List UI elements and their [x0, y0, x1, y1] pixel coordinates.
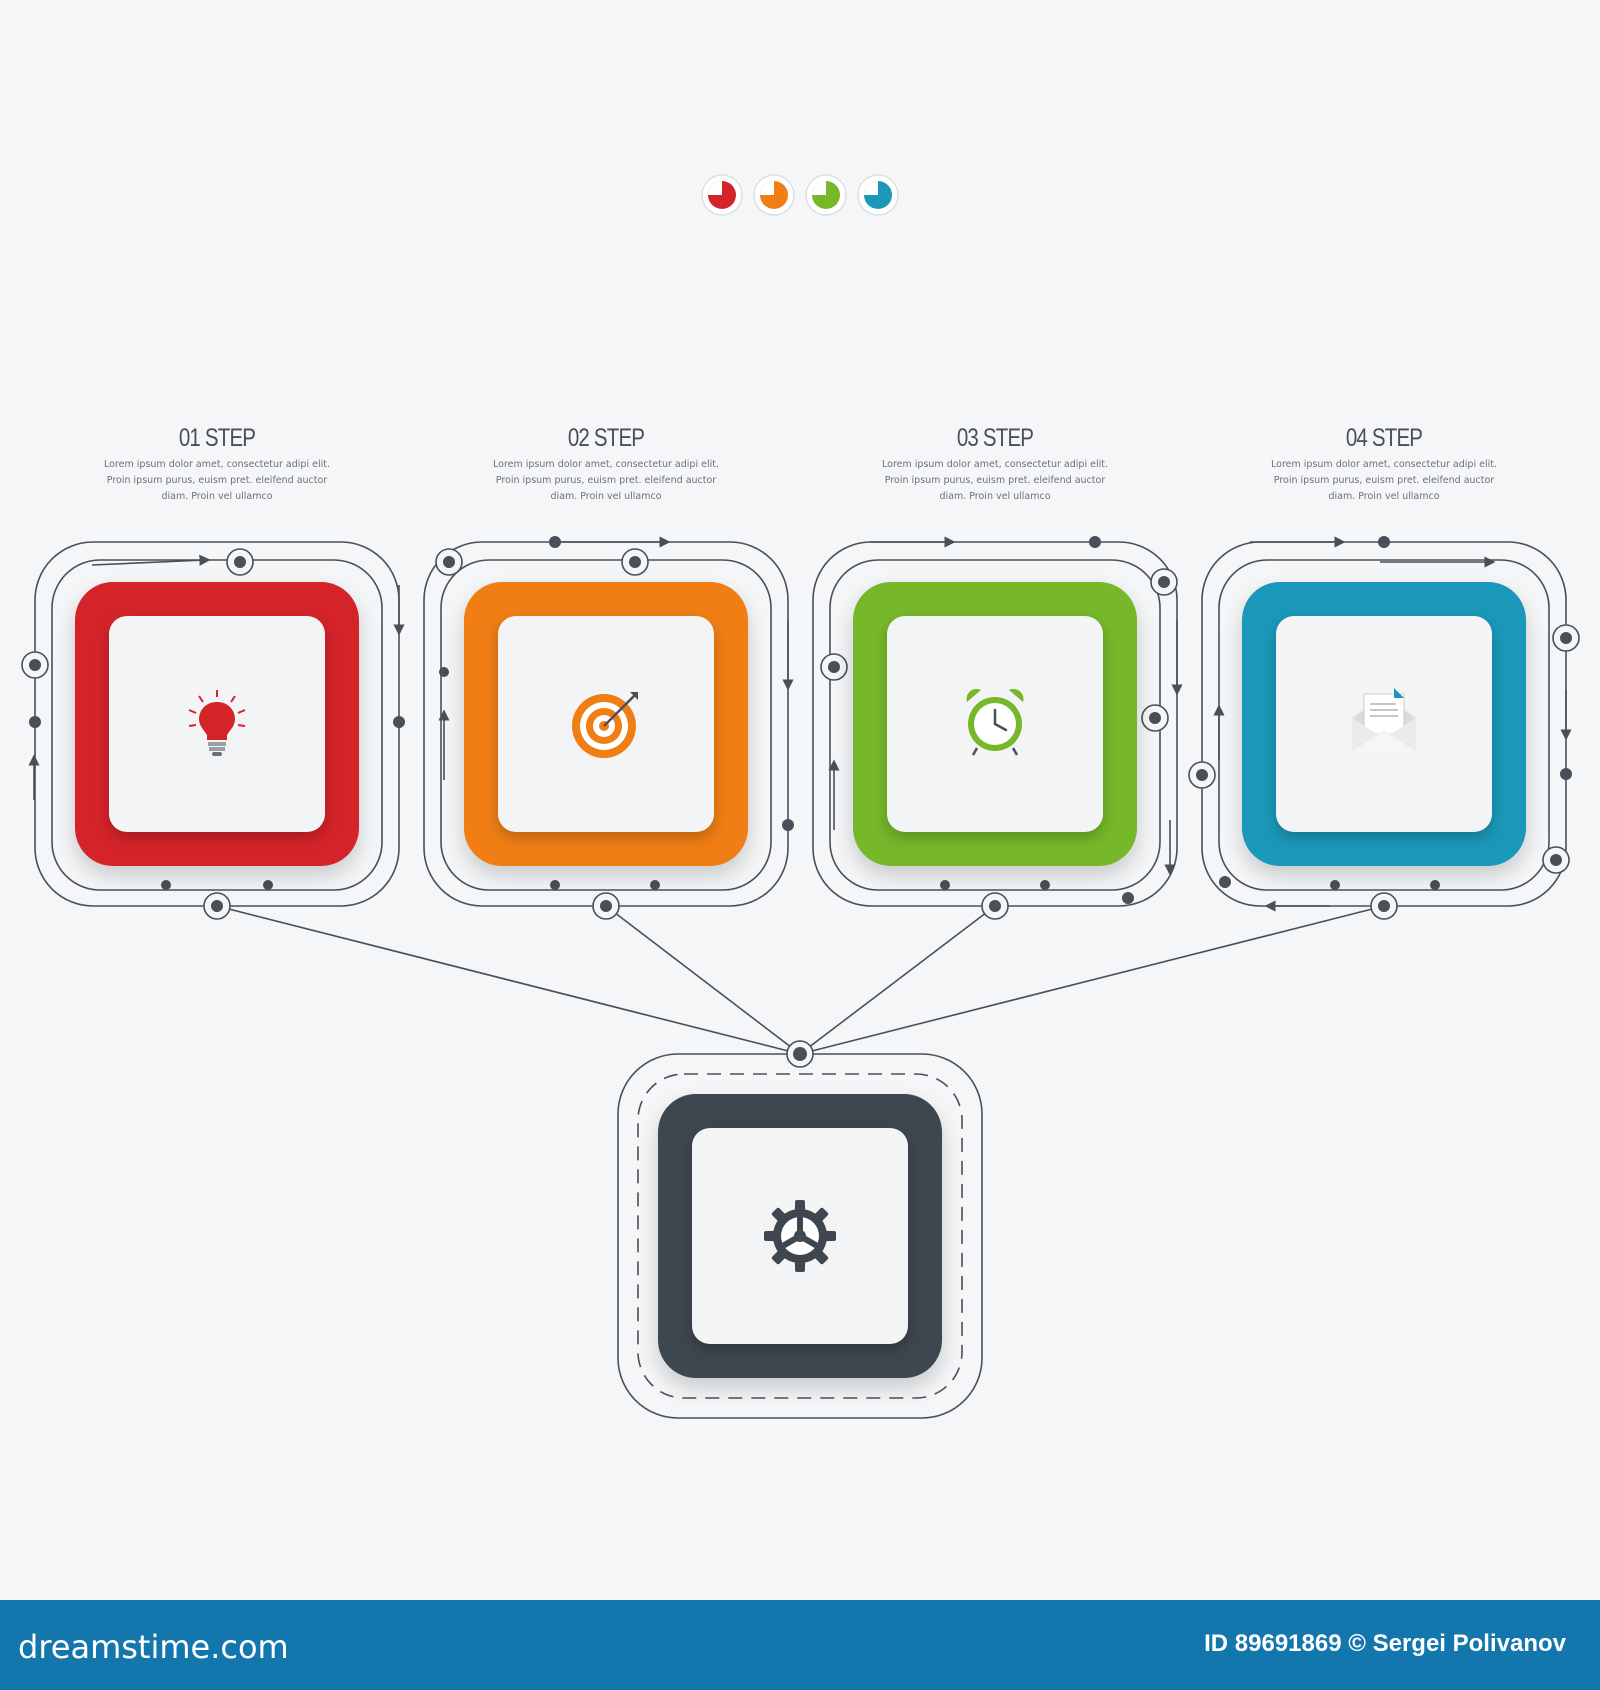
node-dot [29, 716, 41, 728]
step-3-tile [853, 582, 1137, 866]
node-dot [549, 536, 561, 548]
connector-step-3 [799, 905, 996, 1055]
node-dot [550, 880, 560, 890]
connector-step-1 [216, 905, 801, 1055]
palette-dot-blue [857, 174, 899, 216]
node-dot [439, 667, 449, 677]
hub-card [692, 1128, 908, 1344]
step-3-heading: 03 STEP Lorem ipsum dolor amet, consecte… [875, 424, 1115, 505]
step-2-tile [464, 582, 748, 866]
step-4-title: 04 STEP [1345, 424, 1423, 452]
step-4-tile [1242, 582, 1526, 866]
connector-step-4 [799, 905, 1385, 1055]
color-palette [698, 172, 908, 218]
hub-frame-dashed [637, 1073, 963, 1399]
brand-logo[interactable]: dreamstime.com [18, 1628, 289, 1666]
node-dot [1560, 768, 1572, 780]
node-dot [1330, 880, 1340, 890]
connector-layer [21, 536, 1580, 1419]
node-dot [1040, 880, 1050, 890]
gear-icon [764, 1200, 836, 1272]
step-2-heading: 02 STEP Lorem ipsum dolor amet, consecte… [486, 424, 726, 505]
step-1-card [109, 616, 325, 832]
lightbulb-icon [188, 690, 246, 756]
palette-dot-red [701, 174, 743, 216]
step-2-title: 02 STEP [567, 424, 645, 452]
step-1-tile [75, 582, 359, 866]
target-icon [572, 692, 638, 758]
step-4-description: Lorem ipsum dolor amet, consectetur adip… [1271, 459, 1497, 502]
node-dot [1430, 880, 1440, 890]
envelope-icon [1352, 688, 1416, 752]
node-dot [650, 880, 660, 890]
step-1-frame-inner [51, 559, 383, 891]
alarm-clock-icon [966, 688, 1024, 756]
step-4-card [1276, 616, 1492, 832]
step-1-heading: 01 STEP Lorem ipsum dolor amet, consecte… [97, 424, 337, 505]
node-dot [1122, 892, 1134, 904]
connector-step-2 [605, 905, 801, 1055]
node-dot [1089, 536, 1101, 548]
node-dot [782, 819, 794, 831]
step-3-card [887, 616, 1103, 832]
node-dot [263, 880, 273, 890]
step-3-description: Lorem ipsum dolor amet, consectetur adip… [882, 459, 1108, 502]
palette-dot-orange [753, 174, 795, 216]
step-4-heading: 04 STEP Lorem ipsum dolor amet, consecte… [1264, 424, 1504, 505]
step-2-description: Lorem ipsum dolor amet, consectetur adip… [493, 459, 719, 502]
step-1-description: Lorem ipsum dolor amet, consectetur adip… [104, 459, 330, 502]
node-dot [1378, 536, 1390, 548]
node-dot [393, 716, 405, 728]
step-3-title: 03 STEP [956, 424, 1034, 452]
node-dot [161, 880, 171, 890]
step-1-title: 01 STEP [178, 424, 256, 452]
step-2-card [498, 616, 714, 832]
hub-tile [658, 1094, 942, 1378]
arrow-segment [91, 554, 211, 566]
palette-dot-green [805, 174, 847, 216]
node-dot [940, 880, 950, 890]
image-credit: ID 89691869 © Sergei Polivanov [1204, 1630, 1566, 1657]
step-2-frame-inner [440, 559, 772, 891]
footer-bar: dreamstime.com ID 89691869 © Sergei Poli… [0, 1600, 1600, 1690]
node-dot [1219, 876, 1231, 888]
